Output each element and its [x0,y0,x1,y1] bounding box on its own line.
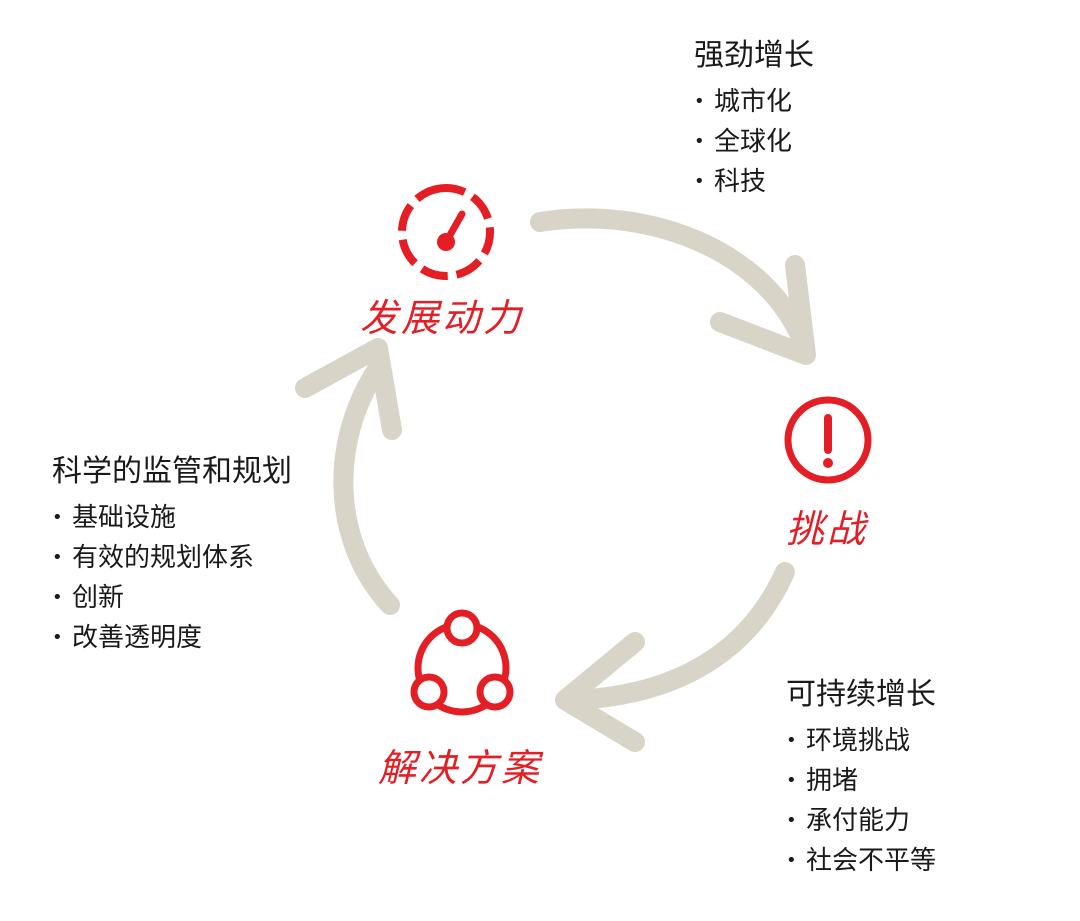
arrow-challenge-to-solution [555,562,795,752]
list-item: 有效的规划体系 [52,538,292,578]
list-item: 环境挑战 [786,721,936,761]
challenge-label: 挑战 [786,507,869,551]
growth-block: 强劲增长 城市化 全球化 科技 [694,36,814,202]
growth-heading: 强劲增长 [694,38,814,73]
planning-heading: 科学的监管和规划 [52,454,292,489]
sustainable-list: 环境挑战 拥堵 承付能力 社会不平等 [786,721,936,881]
network-nodes-icon [410,609,514,716]
planning-list: 基础设施 有效的规划体系 创新 改善透明度 [52,498,292,658]
sustainable-block: 可持续增长 环境挑战 拥堵 承付能力 社会不平等 [786,675,936,881]
arrow-driver-to-challenge [530,208,816,365]
exclamation-circle-icon [784,396,872,484]
list-item: 承付能力 [786,801,936,841]
arrow-solution-to-driver [295,338,402,615]
list-item: 改善透明度 [52,618,292,658]
planning-block: 科学的监管和规划 基础设施 有效的规划体系 创新 改善透明度 [52,452,292,658]
list-item: 创新 [52,578,292,618]
growth-list: 城市化 全球化 科技 [694,82,814,202]
list-item: 基础设施 [52,498,292,538]
list-item: 城市化 [694,82,814,122]
list-item: 科技 [694,162,814,202]
list-item: 全球化 [694,122,814,162]
solution-label: 解决方案 [378,746,543,790]
sustainable-heading: 可持续增长 [786,677,936,712]
driver-label: 发展动力 [360,296,525,340]
list-item: 社会不平等 [786,841,936,881]
speedometer-icon [398,184,494,280]
list-item: 拥堵 [786,761,936,801]
